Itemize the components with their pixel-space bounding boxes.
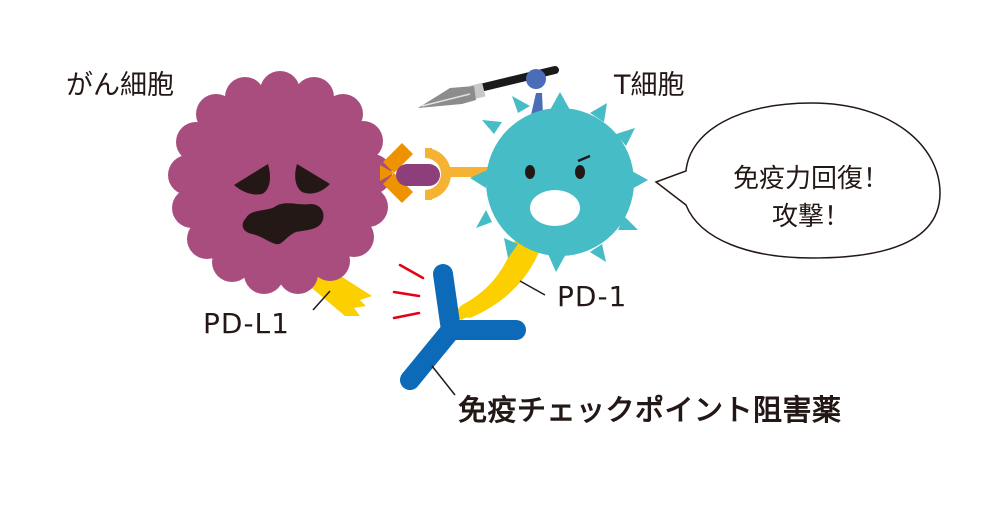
checkpoint-inhibitor-label: 免疫チェックポイント阻害薬 bbox=[458, 393, 842, 427]
alert-marks-icon bbox=[392, 263, 425, 320]
leader-lines bbox=[312, 280, 546, 396]
t-cell-left-eye-icon bbox=[525, 165, 535, 179]
cancer-mouth-icon bbox=[242, 203, 324, 245]
t-cell-label: T細胞 bbox=[614, 70, 685, 101]
t-cell-mouth-icon bbox=[530, 190, 580, 226]
cancer-cell-icon bbox=[168, 71, 392, 294]
pd-1-receptor-icon bbox=[456, 240, 540, 320]
t-cell-right-eye-icon bbox=[575, 165, 585, 179]
speech-bubble-text: 免疫力回復！ 攻撃！ bbox=[706, 160, 916, 236]
speech-bubble-icon bbox=[654, 102, 941, 259]
spear-icon bbox=[418, 66, 559, 115]
pd-1-label: PD-1 bbox=[557, 280, 628, 313]
t-cell-eyebrow-icon bbox=[577, 154, 591, 163]
t-cell-icon bbox=[470, 92, 648, 272]
speech-line-2: 攻撃！ bbox=[771, 202, 850, 232]
cancer-ligand-icon bbox=[380, 143, 440, 203]
cancer-cell-label: がん細胞 bbox=[66, 70, 174, 101]
pd-l1-label: PD-L1 bbox=[203, 307, 290, 340]
drug-leader-line bbox=[431, 365, 456, 396]
antibody-icon bbox=[400, 264, 526, 390]
speech-line-1: 免疫力回復！ bbox=[732, 164, 889, 194]
cancer-right-eye-icon bbox=[295, 164, 330, 194]
cancer-left-eye-icon bbox=[234, 164, 270, 195]
pd-l1-receptor-icon bbox=[300, 268, 372, 316]
t-cell-receptor-icon bbox=[425, 148, 489, 200]
pd-l1-leader-line bbox=[312, 290, 331, 311]
pd-1-leader-line bbox=[519, 280, 546, 296]
